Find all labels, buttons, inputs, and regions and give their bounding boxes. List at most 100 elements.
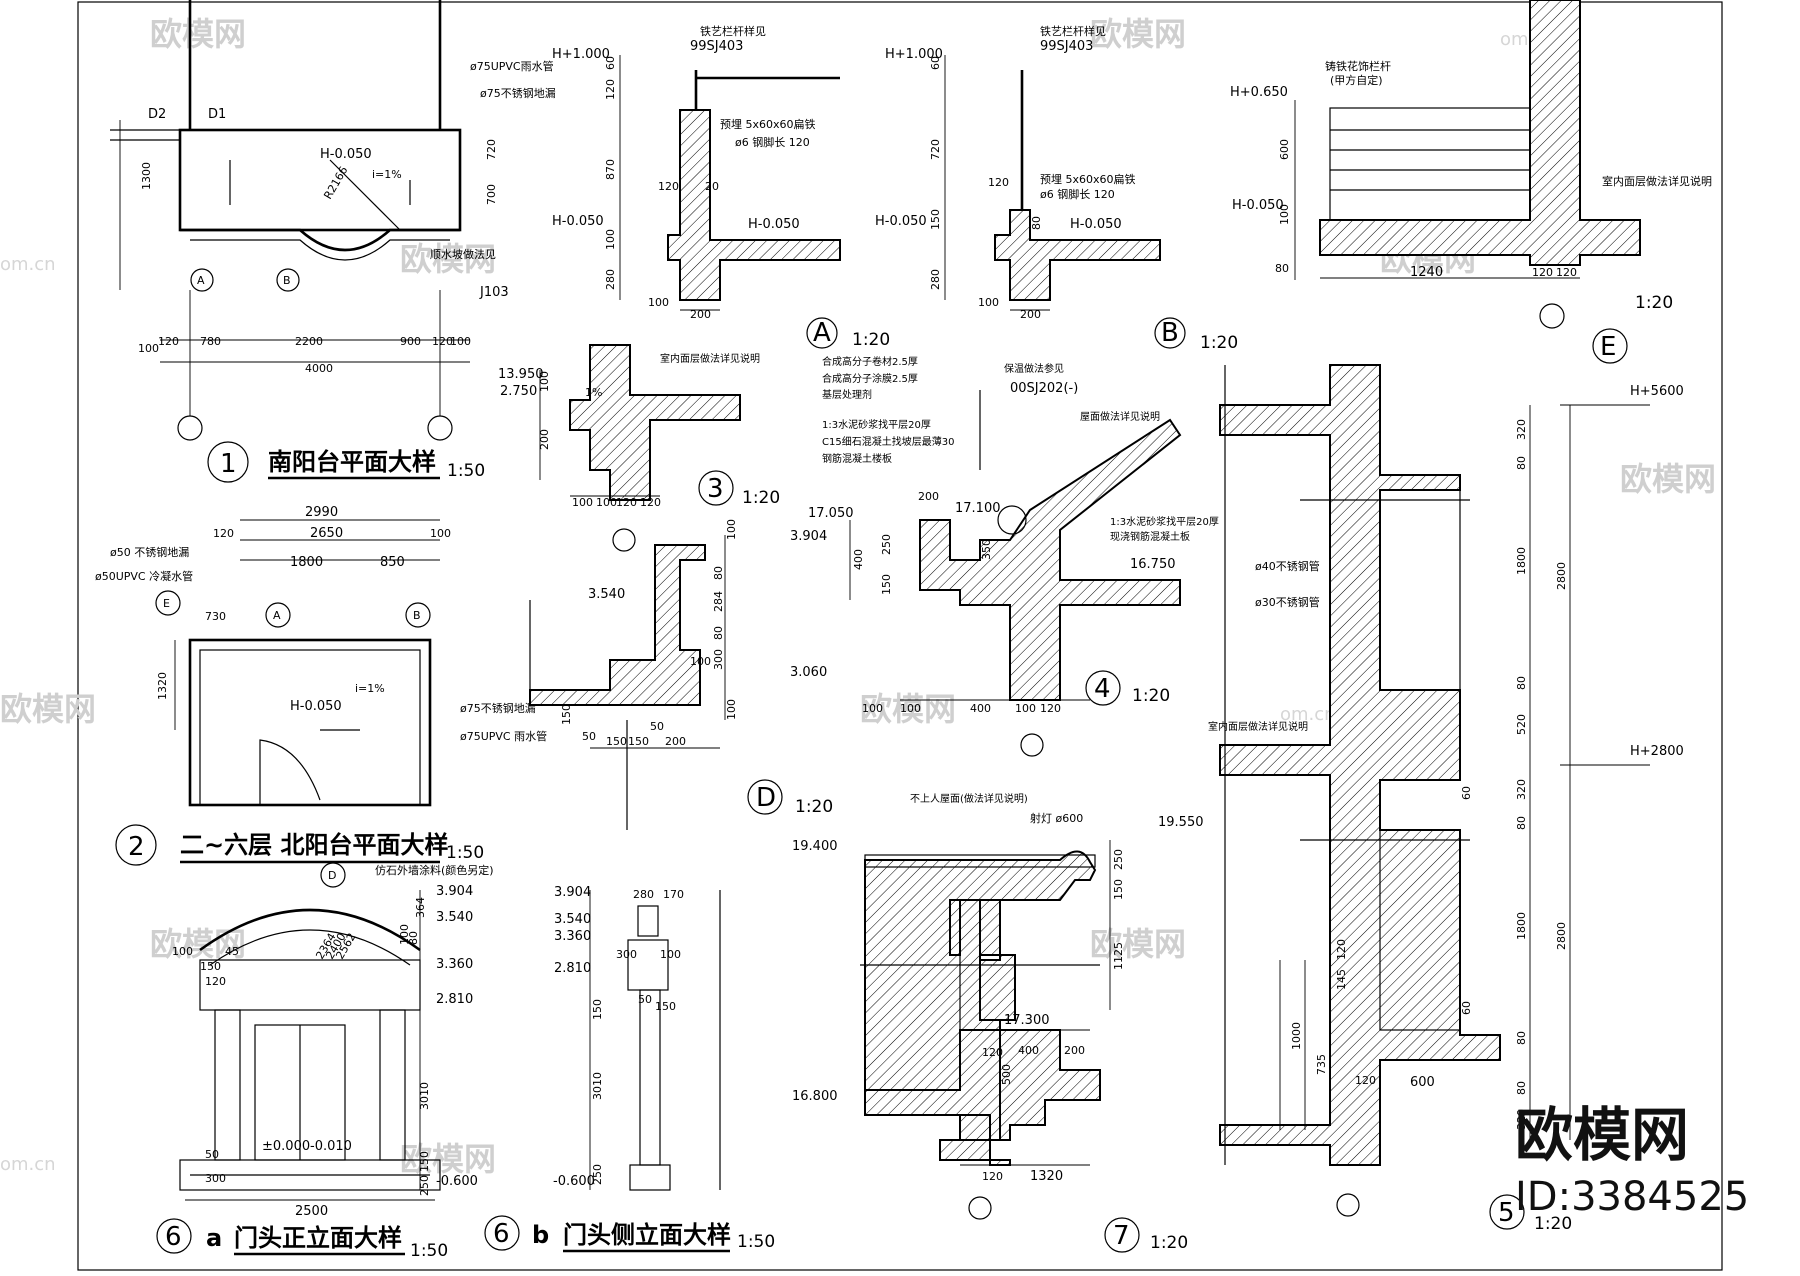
- dim: 780: [200, 335, 221, 348]
- note: 现浇钢筋混凝土板: [1110, 530, 1190, 543]
- level-label: 3.904: [790, 529, 827, 544]
- dim: 120: [213, 527, 234, 540]
- dim: 700: [485, 184, 498, 205]
- detail-2-north-balcony-plan: A B E ø50 不锈钢地漏 ø50UPVC 冷凝水管 ø75不锈钢地漏 ø7…: [95, 505, 547, 866]
- level-label: 3.540: [588, 587, 625, 602]
- dim: 2800: [1555, 922, 1568, 950]
- dim: 280: [633, 888, 654, 901]
- detail-scale: 1:20: [852, 330, 890, 350]
- dim: 2650: [310, 526, 343, 541]
- dim: 150: [560, 704, 573, 725]
- dim: 720: [929, 139, 942, 160]
- dim: 120: [658, 180, 679, 193]
- watermark-text: 欧模网: [860, 690, 956, 728]
- level-label: 3.360: [436, 957, 473, 972]
- detail-scale: 1:50: [447, 461, 485, 481]
- dim: 100: [648, 296, 669, 309]
- level-label: 16.800: [792, 1089, 838, 1104]
- note: ø50 不锈钢地漏: [110, 546, 189, 559]
- dim: 100: [138, 342, 159, 355]
- dim: 520: [1515, 714, 1528, 735]
- brand-logo: 欧模网 ID:3384525: [1515, 1101, 1749, 1220]
- note: 钢筋混凝土楼板: [822, 452, 892, 465]
- detail-title: 南阳台平面大样: [268, 448, 436, 476]
- note: R2166: [321, 164, 350, 201]
- dim: 100: [1278, 204, 1291, 225]
- dim: 80: [1275, 262, 1289, 275]
- dim: 300: [205, 1172, 226, 1185]
- dim: 280: [604, 269, 617, 290]
- dim: 250: [591, 1164, 604, 1185]
- dim: 80: [1030, 216, 1043, 230]
- note: (甲方自定): [1330, 73, 1383, 87]
- note: 铁艺栏杆样见: [1040, 24, 1106, 38]
- level-label: H+5600: [1630, 384, 1684, 399]
- level-label: H-0.050: [320, 147, 372, 162]
- note: 合成高分子涂膜2.5厚: [822, 372, 918, 385]
- detail-number: B: [1161, 318, 1179, 348]
- dim: 350: [980, 539, 993, 560]
- note: ø6 钢脚长 120: [1040, 187, 1115, 201]
- level-label: -0.010: [310, 1139, 352, 1154]
- detail-4-roof-eave: 合成高分子卷材2.5厚 合成高分子涂膜2.5厚 基层处理剂 1:3水泥砂浆找平层…: [808, 355, 1219, 757]
- dim: 364: [414, 897, 427, 918]
- dim: 150: [880, 574, 893, 595]
- dim: 3010: [591, 1072, 604, 1100]
- dim: 100: [538, 371, 551, 392]
- level-label: H-0.050: [748, 217, 800, 232]
- level-label: ±0.000: [262, 1139, 310, 1154]
- dim: 400: [852, 549, 865, 570]
- note: 预埋 5x60x60扁铁: [1040, 173, 1136, 186]
- dim: 1300: [140, 162, 153, 190]
- detail-scale: 1:20: [1200, 333, 1238, 353]
- model-id: ID:3384525: [1515, 1174, 1749, 1220]
- dim: 80: [407, 931, 420, 945]
- svg-text:B: B: [283, 274, 291, 287]
- dim: 150: [655, 1000, 676, 1013]
- dim: 80: [1515, 1081, 1528, 1095]
- dim: 320: [1515, 1109, 1528, 1130]
- dim: 60: [604, 56, 617, 70]
- watermark-text: 欧模网: [1620, 460, 1716, 498]
- note: ø75不锈钢地漏: [460, 702, 536, 715]
- detail-scale: 1:20: [1150, 1233, 1188, 1253]
- note: 铸铁花饰栏杆: [1325, 59, 1391, 73]
- detail-title: 门头侧立面大样: [563, 1221, 731, 1249]
- detail-number: D: [756, 783, 776, 813]
- detail-scale: 1:20: [795, 797, 833, 817]
- sheet-border: [77, 1, 1723, 1271]
- level-label: 3.360: [554, 929, 591, 944]
- dim: 200: [665, 735, 686, 748]
- watermark-text: 欧模网: [150, 15, 246, 53]
- watermark-url: om.cn: [0, 1154, 56, 1175]
- dim: 50: [638, 993, 652, 1006]
- dim: 1800: [1515, 547, 1528, 575]
- detail-6b-entrance-side-elevation: 3.904 3.540 3.360 2.810 -0.600 280 170 3…: [484, 885, 775, 1253]
- svg-text:D: D: [328, 869, 336, 882]
- dim: 735: [1315, 1054, 1328, 1075]
- dim: 1320: [1030, 1169, 1063, 1184]
- dim: 2200: [295, 335, 323, 348]
- svg-text:B: B: [413, 609, 421, 622]
- dim: 100: [725, 699, 738, 720]
- level-label: 3.540: [554, 912, 591, 927]
- dim: 150: [200, 960, 221, 973]
- svg-text:E: E: [163, 597, 170, 610]
- level-label: 3.904: [436, 884, 473, 899]
- detail-number: 4: [1094, 674, 1111, 704]
- dim: 150: [591, 999, 604, 1020]
- note: ø30不锈钢管: [1255, 595, 1320, 609]
- dim: 100: [900, 702, 921, 715]
- dim: 870: [604, 159, 617, 180]
- detail-title: 门头正立面大样: [234, 1224, 402, 1252]
- level-label: 17.100: [955, 501, 1001, 516]
- dim: 100: [172, 945, 193, 958]
- level-label: 17.300: [1004, 1013, 1050, 1028]
- note: 1:3水泥砂浆找平层20厚: [1110, 515, 1219, 528]
- dim: 80: [1515, 456, 1528, 470]
- dim: 50: [205, 1148, 219, 1161]
- dim: 2500: [295, 1204, 328, 1219]
- detail-number: A: [813, 318, 831, 348]
